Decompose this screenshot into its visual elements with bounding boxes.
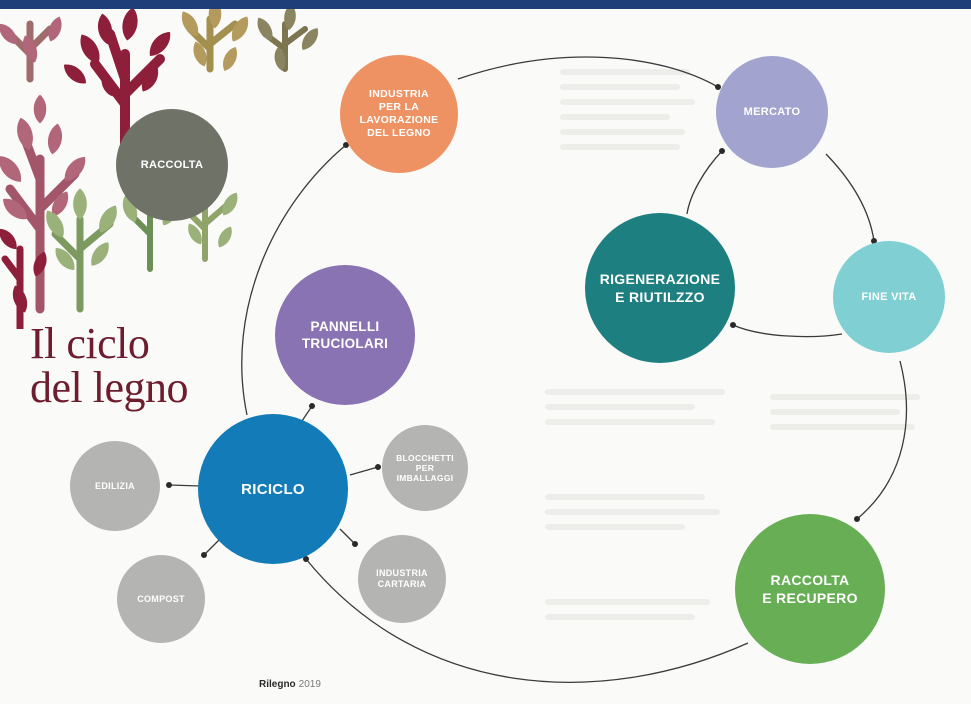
ghost-line [545, 494, 705, 500]
node-raccolta: RACCOLTA [116, 109, 228, 221]
ghost-line [770, 424, 915, 430]
ghost-line [545, 614, 695, 620]
node-raccolta-recupero-line: RACCOLTA [770, 572, 850, 588]
ghost-line [545, 524, 685, 530]
trees-illustration [0, 9, 320, 329]
ghost-line [545, 599, 710, 605]
ghost-line [560, 114, 670, 120]
node-riciclo-label: RICICLO [241, 480, 305, 498]
ghost-line [560, 129, 685, 135]
node-industria-line: INDUSTRIA [369, 88, 429, 100]
page-title: Il ciclo del legno [30, 319, 189, 412]
ghost-line [545, 509, 720, 515]
node-mercato-label: MERCATO [743, 106, 801, 118]
node-compost: COMPOST [117, 555, 205, 643]
node-industria-line: LAVORAZIONE [359, 114, 439, 126]
node-compost-label: COMPOST [137, 594, 185, 604]
ghost-line [560, 69, 690, 75]
ghost-line [560, 144, 680, 150]
node-blocchetti-line: BLOCCHETTI [396, 453, 454, 463]
magazine-page: Il ciclo del legno [0, 9, 971, 704]
node-blocchetti-line: PER [415, 463, 435, 473]
ghost-line [545, 404, 695, 410]
node-raccolta-recupero-line: E RECUPERO [762, 590, 858, 606]
node-raccolta-label: RACCOLTA [140, 159, 204, 171]
footer-year: 2019 [298, 679, 321, 690]
node-industria-cartaria: INDUSTRIA CARTARIA [358, 535, 446, 623]
node-fine-vita-label: FINE VITA [861, 291, 917, 303]
node-rigenerazione-line: RIGENERAZIONE [599, 271, 721, 287]
node-edilizia-label: EDILIZIA [95, 481, 135, 491]
ghost-line [545, 389, 725, 395]
node-raccolta-recupero: RACCOLTA E RECUPERO [735, 514, 885, 664]
cycle-connectors [166, 56, 908, 683]
title-line-1: Il ciclo [30, 319, 150, 368]
node-pannelli: PANNELLI TRUCIOLARI [275, 265, 415, 405]
node-industria-line: DEL LEGNO [367, 127, 431, 139]
ghost-line [560, 99, 695, 105]
footer-brand: Rilegno [259, 679, 296, 690]
node-rigenerazione: RIGENERAZIONE E RIUTILZZO [585, 213, 735, 363]
node-rigenerazione-line: E RIUTILZZO [615, 289, 705, 305]
node-riciclo: RICICLO [198, 414, 348, 564]
title-line-2: del legno [30, 363, 189, 412]
node-mercato: MERCATO [716, 56, 828, 168]
node-pannelli-line: PANNELLI [310, 319, 380, 334]
ghost-line [560, 84, 680, 90]
node-edilizia: EDILIZIA [70, 441, 160, 531]
node-industria-cartaria-line: INDUSTRIA [376, 568, 428, 578]
ghost-line [770, 394, 920, 400]
ghost-line [545, 419, 715, 425]
node-industria-cartaria-line: CARTARIA [377, 579, 427, 589]
node-industria: INDUSTRIA PER LA LAVORAZIONE DEL LEGNO [340, 55, 458, 173]
node-blocchetti-line: IMBALLAGGI [396, 473, 454, 483]
node-fine-vita: FINE VITA [833, 241, 945, 353]
top-bar [0, 0, 971, 9]
node-industria-line: PER LA [378, 101, 420, 113]
node-pannelli-line: TRUCIOLARI [301, 336, 389, 351]
ghost-line [770, 409, 900, 415]
node-blocchetti: BLOCCHETTI PER IMBALLAGGI [382, 425, 468, 511]
